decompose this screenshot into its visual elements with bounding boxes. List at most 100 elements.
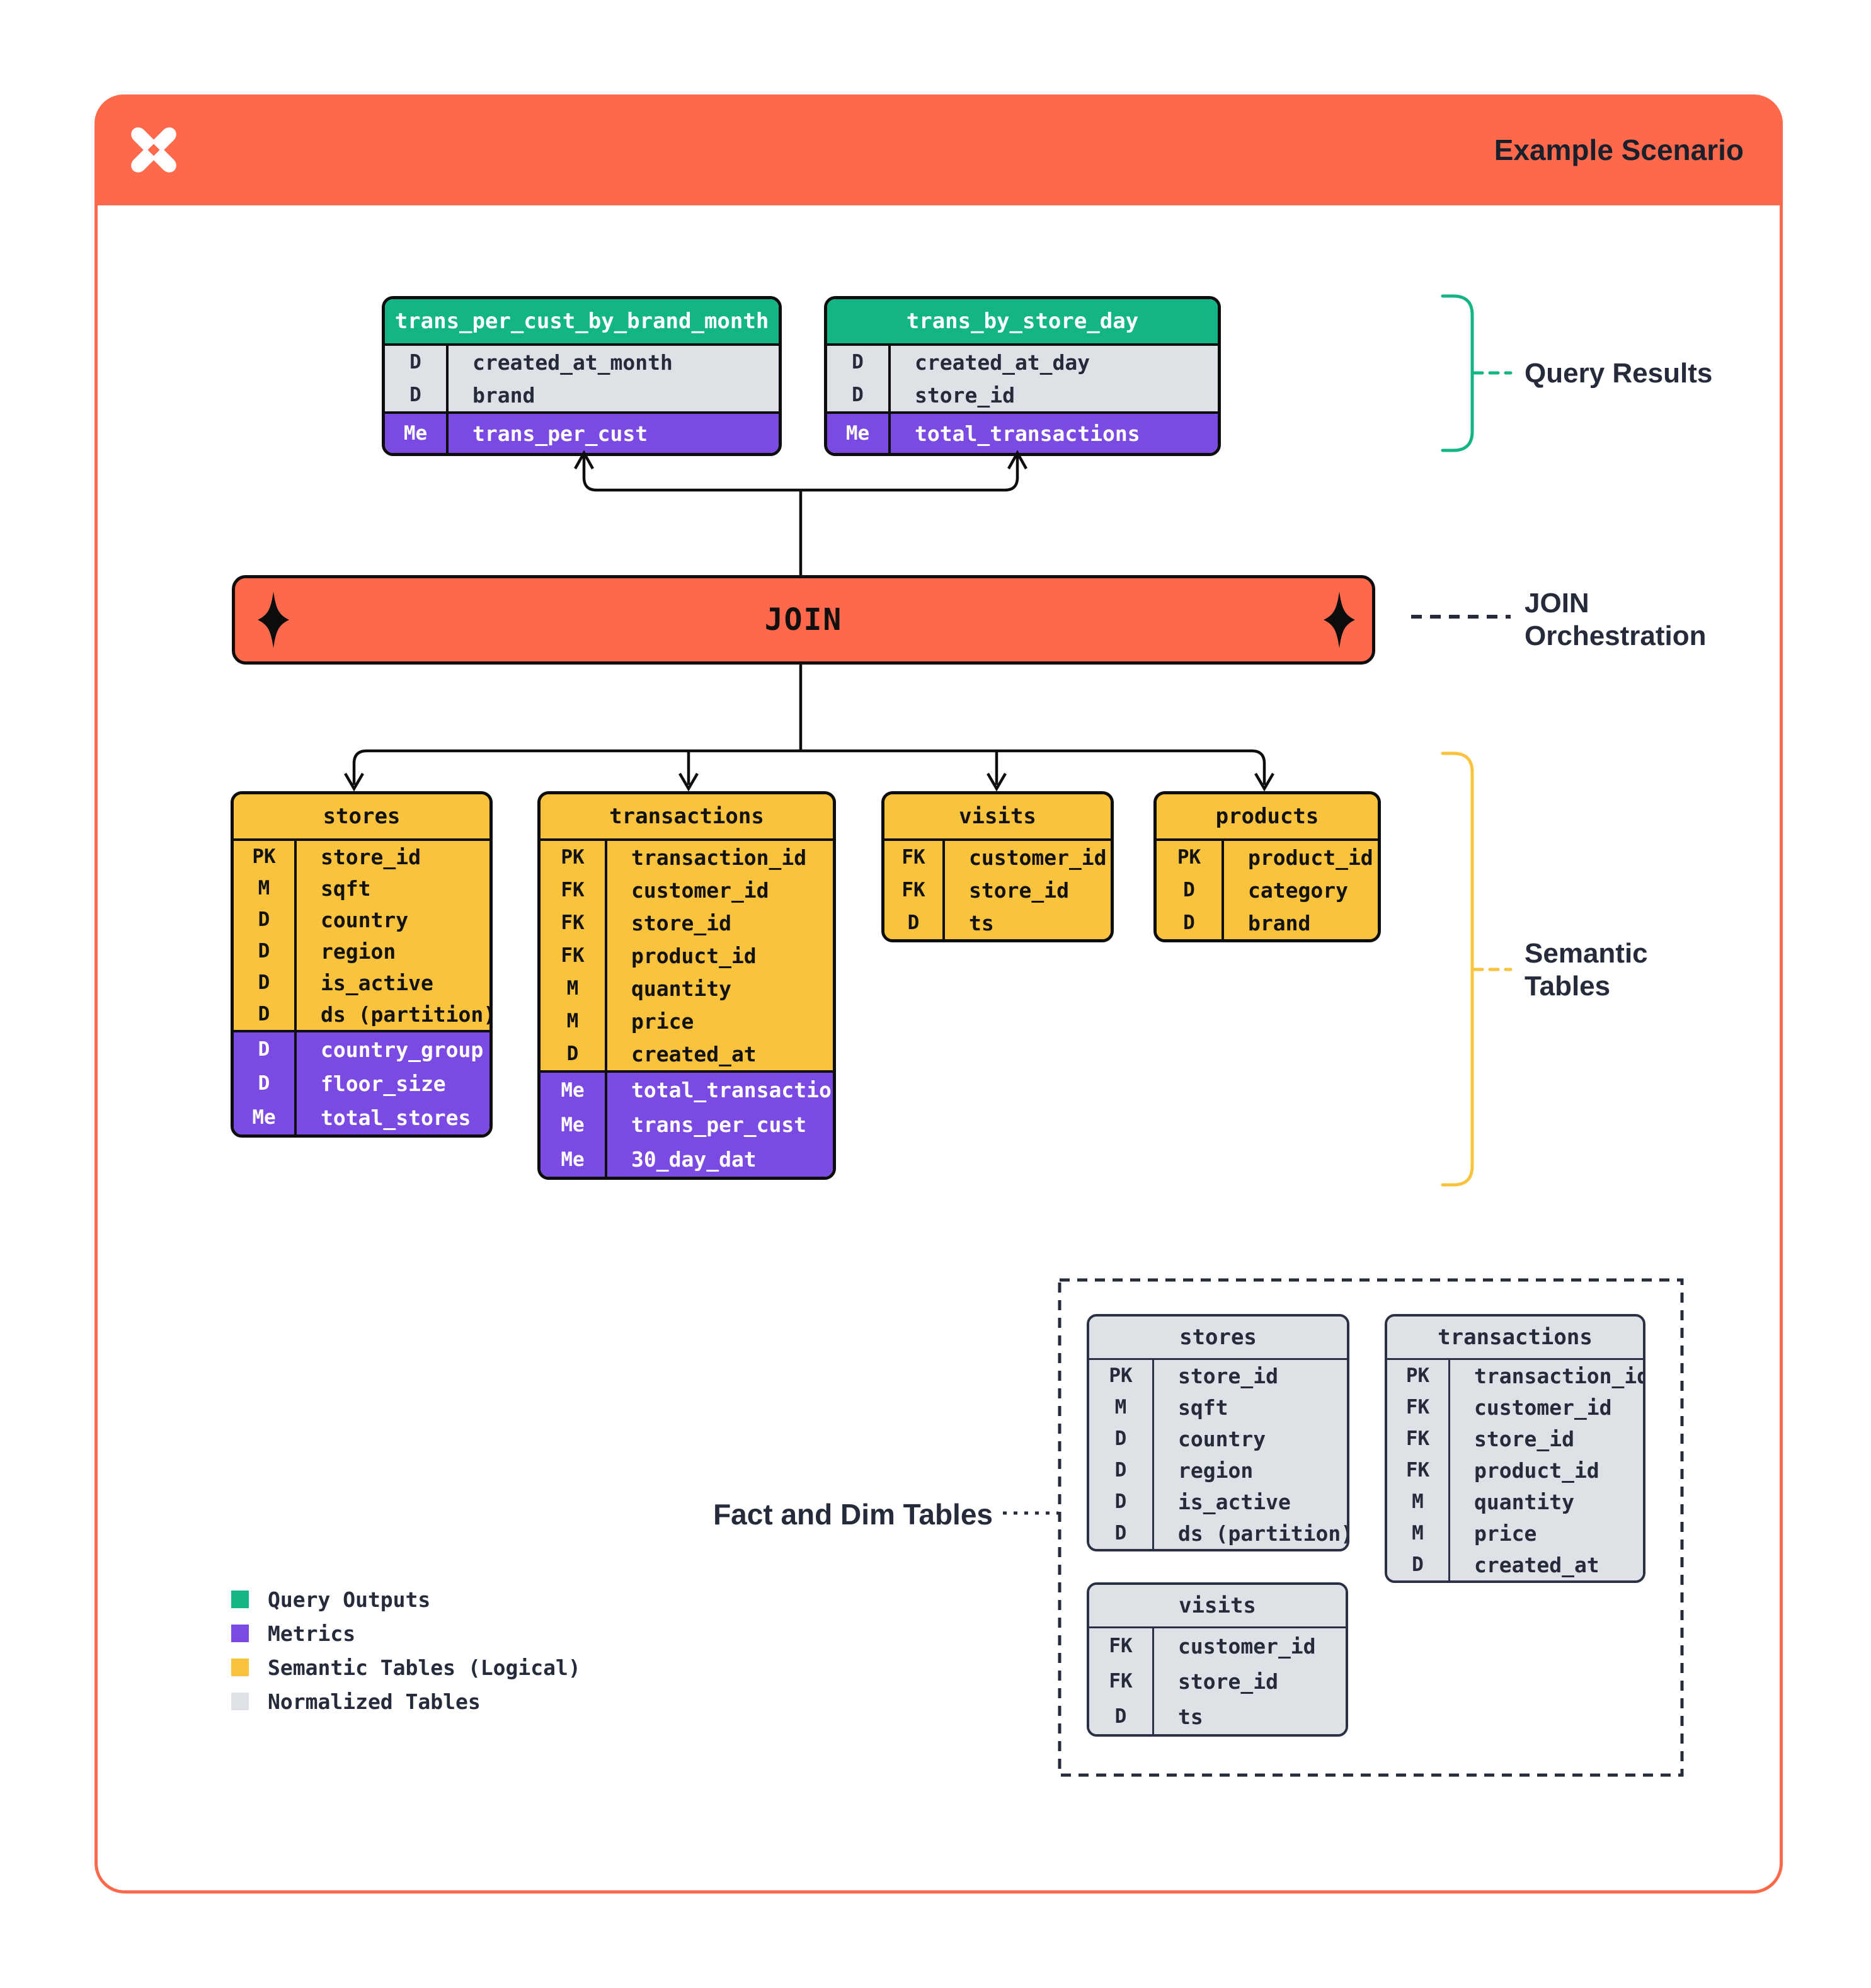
field-key: FK	[541, 874, 607, 906]
field-key: FK	[1387, 1454, 1450, 1486]
field-key: D	[541, 1037, 607, 1070]
table-title: products	[1157, 794, 1378, 841]
field-key: D	[1387, 1549, 1450, 1580]
pinwheel-x-logo	[131, 127, 176, 173]
field-name: store_id	[1474, 1426, 1574, 1451]
table-row: FK store_id	[1089, 1664, 1346, 1699]
semantic-table-stores: stores PK store_id M sqft D country	[231, 791, 493, 1138]
field-key: D	[884, 906, 945, 939]
table-row: D is_active	[234, 967, 489, 998]
table-row: Me total_transactions	[541, 1073, 833, 1107]
field-name: total_stores	[321, 1105, 471, 1130]
field-key: FK	[541, 939, 607, 972]
legend-label: Query Outputs	[268, 1587, 431, 1612]
field-name: trans_per_cust	[472, 421, 648, 446]
join-orchestration-label-line2: Orchestration	[1525, 620, 1707, 651]
field-key: D	[1089, 1423, 1154, 1454]
join-orchestration-label-line1: JOIN	[1525, 588, 1589, 619]
field-name: total_transactions	[915, 421, 1140, 446]
semantic-tables-label-line2: Tables	[1525, 971, 1611, 1002]
table-row: D brand	[1157, 906, 1378, 939]
field-name: store_id	[969, 877, 1069, 903]
table-row: PK store_id	[234, 841, 489, 872]
table-title: trans_per_cust_by_brand_month	[385, 299, 779, 346]
table-row: FK product_id	[541, 939, 833, 972]
field-key: D	[827, 379, 891, 411]
field-key: D	[1089, 1699, 1154, 1734]
field-name: store_id	[1178, 1669, 1278, 1694]
fields-section: FK customer_id FK store_id D ts	[884, 841, 1111, 939]
field-name: product_id	[631, 943, 757, 968]
semantic-tables-label: Semantic Tables	[1525, 937, 1648, 1003]
semantic-table-products: products PK product_id D category D bran…	[1153, 791, 1381, 942]
table-row: FK store_id	[1387, 1423, 1643, 1454]
join-orchestration-bar: JOIN	[232, 575, 1375, 665]
legend-item: Metrics	[231, 1616, 581, 1650]
table-title: visits	[884, 794, 1111, 841]
legend-swatch	[231, 1591, 249, 1608]
table-row: D is_active	[1089, 1486, 1347, 1517]
field-name: total_transactions	[631, 1078, 836, 1102]
legend-item: Normalized Tables	[231, 1684, 581, 1718]
legend-swatch	[231, 1625, 249, 1642]
field-key: FK	[1387, 1391, 1450, 1423]
field-key: D	[1089, 1454, 1154, 1486]
query-output-table-1: trans_per_cust_by_brand_month D created_…	[382, 296, 782, 456]
field-name: ts	[969, 910, 994, 935]
field-name: created_at_month	[472, 350, 673, 375]
table-row: D country	[1089, 1423, 1347, 1454]
metrics-section: Me total_transactions	[827, 411, 1218, 453]
table-title: transactions	[1387, 1317, 1643, 1360]
field-name: trans_per_cust	[631, 1112, 807, 1137]
field-key: M	[1089, 1391, 1154, 1423]
field-name: product_id	[1474, 1458, 1599, 1483]
field-name: customer_id	[631, 877, 769, 903]
fields-section: FK customer_id FK store_id D ts	[1089, 1628, 1346, 1734]
field-name: customer_id	[969, 845, 1107, 870]
dimensions-section: D created_at_day D store_id	[827, 346, 1218, 411]
field-name: quantity	[1474, 1489, 1574, 1514]
field-key: FK	[1387, 1423, 1450, 1454]
field-key: Me	[541, 1107, 607, 1142]
page-title: Example Scenario	[1494, 134, 1744, 166]
field-name: ts	[1178, 1704, 1203, 1729]
fields-section: PK store_id M sqft D country D region	[1089, 1360, 1347, 1549]
derived-section: Me total_transactions Me trans_per_cust …	[541, 1070, 833, 1177]
field-key: D	[234, 998, 297, 1030]
field-name: ds (partition)	[321, 1002, 493, 1027]
table-row: D brand	[385, 379, 779, 411]
field-key: D	[234, 967, 297, 998]
legend-swatch	[231, 1693, 249, 1710]
table-row: PK store_id	[1089, 1360, 1347, 1391]
legend-label: Metrics	[268, 1621, 356, 1646]
table-row: FK product_id	[1387, 1454, 1643, 1486]
fact-dim-tables-label: Fact and Dim Tables	[713, 1498, 993, 1531]
field-key: D	[385, 346, 449, 379]
legend-swatch	[231, 1659, 249, 1676]
legend-item: Query Outputs	[231, 1582, 581, 1616]
field-name: created_at	[1474, 1552, 1599, 1577]
card-header: Example Scenario	[94, 94, 1783, 205]
field-key: PK	[234, 841, 297, 872]
field-name: quantity	[631, 976, 731, 1001]
field-key: D	[385, 379, 449, 411]
table-title: stores	[1089, 1317, 1347, 1360]
table-row: D category	[1157, 874, 1378, 906]
field-name: category	[1248, 877, 1348, 903]
table-row: D floor_size	[234, 1066, 489, 1100]
field-name: country	[1178, 1426, 1266, 1451]
legend-item: Semantic Tables (Logical)	[231, 1650, 581, 1684]
field-key: M	[541, 1005, 607, 1037]
table-row: M sqft	[1089, 1391, 1347, 1423]
field-key: D	[1089, 1517, 1154, 1549]
field-name: store_id	[321, 844, 421, 869]
table-row: D region	[1089, 1454, 1347, 1486]
table-row: FK customer_id	[1089, 1628, 1346, 1664]
table-row: Me 30_day_dat	[541, 1142, 833, 1177]
dimensions-section: D created_at_month D brand	[385, 346, 779, 411]
normalized-table-stores: stores PK store_id M sqft D country	[1087, 1314, 1349, 1551]
derived-section: D country_group D floor_size Me total_st…	[234, 1030, 489, 1134]
field-key: PK	[1157, 841, 1224, 874]
join-label: JOIN	[764, 602, 843, 637]
field-key: M	[541, 972, 607, 1005]
